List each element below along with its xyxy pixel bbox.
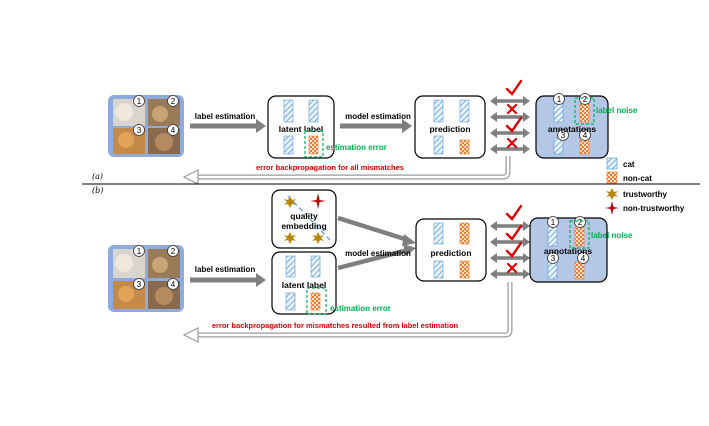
legend-noncat-label: non-cat	[623, 174, 652, 183]
annotation-number-2: 2	[583, 95, 588, 104]
comparison-column-b	[488, 204, 532, 281]
annotation-number-1: 1	[551, 218, 556, 227]
image-number-2: 2	[171, 97, 176, 106]
image-number-1: 1	[137, 97, 142, 106]
label-noise-box-a	[574, 97, 595, 125]
label-noise-text-a: label noise	[596, 106, 638, 115]
annotation-number-1: 1	[557, 95, 562, 104]
image-number-3: 3	[137, 280, 142, 289]
cross-mark-icon	[506, 262, 518, 274]
prediction-text-b: prediction	[430, 248, 471, 258]
annotation-number-3: 3	[551, 254, 556, 263]
arrow-model-estimation-b	[337, 247, 409, 271]
legend-cat-swatch	[606, 157, 618, 170]
label-noise-box-b	[569, 220, 590, 249]
check-mark-icon	[505, 204, 523, 221]
image-number-2: 2	[171, 247, 176, 256]
cross-mark-icon	[506, 103, 518, 115]
legend-non-trustworthy-label: non-trustworthy	[623, 204, 685, 213]
panel-a: 1 2 3 4 label estimation latent label es…	[92, 79, 638, 185]
check-mark-icon	[505, 116, 523, 133]
cross-mark-icon	[506, 137, 518, 149]
error-backprop-text-a: error backpropagation for all mismatches	[256, 163, 404, 172]
arrow-quality-to-prediction	[337, 215, 409, 243]
image-number-1: 1	[137, 247, 142, 256]
image-grid-a: 1 2 3 4	[108, 95, 184, 157]
trustworthy-star-icon	[284, 196, 296, 208]
image-number-3: 3	[137, 126, 142, 135]
estimation-error-box-b	[306, 287, 327, 315]
latent-label-text-b: latent label	[282, 280, 326, 290]
trustworthy-star-icon	[312, 232, 324, 244]
annotation-number-2: 2	[578, 218, 583, 227]
trustworthy-star-icon	[606, 188, 618, 200]
non-trustworthy-star-icon	[605, 201, 619, 215]
check-mark-icon	[505, 241, 523, 258]
image-grid-b: 1 2 3 4	[108, 245, 184, 312]
estimation-error-text-a: estimation error	[326, 143, 387, 152]
label-noise-text-b: label noise	[591, 231, 633, 240]
trustworthy-star-icon	[284, 232, 296, 244]
annotation-number-3: 3	[561, 131, 566, 140]
model-estimation-text-a: model estimation	[345, 112, 411, 121]
check-mark-icon	[505, 224, 523, 241]
non-trustworthy-star-icon	[310, 193, 326, 209]
check-mark-icon	[505, 79, 523, 96]
latent-label-text-a: latent label	[279, 124, 323, 134]
legend-trustworthy-label: trustworthy	[623, 190, 668, 199]
legend: cat non-cat trustworthy non-trustworthy	[605, 157, 685, 215]
annotations-text-a: annotations	[548, 124, 596, 134]
annotations-text-b: annotations	[544, 246, 592, 256]
label-estimation-text-a: label estimation	[195, 112, 256, 121]
panel-a-tag: (a)	[92, 172, 103, 181]
quality-embedding-box	[271, 189, 337, 249]
legend-noncat-swatch	[606, 171, 618, 184]
estimation-error-text-b: estimation error	[330, 304, 391, 313]
estimation-error-box-a	[304, 130, 324, 158]
image-number-4: 4	[171, 126, 176, 135]
prediction-text-a: prediction	[429, 124, 470, 134]
error-backprop-text-b: error backpropagation for mismatches res…	[212, 321, 459, 330]
panel-b-tag: (b)	[92, 186, 103, 195]
quality-embedding-line2: embedding	[281, 221, 326, 231]
comparison-column-a	[488, 79, 532, 156]
model-estimation-text-b: model estimation	[345, 249, 411, 258]
quality-embedding-line1: quality	[290, 211, 318, 221]
annotation-number-4: 4	[583, 131, 588, 140]
legend-cat-label: cat	[623, 160, 635, 169]
panel-b: (b) 1 2 3 4 label estimation	[92, 186, 633, 343]
label-estimation-text-b: label estimation	[195, 265, 256, 274]
annotation-number-4: 4	[581, 254, 586, 263]
image-number-4: 4	[171, 280, 176, 289]
